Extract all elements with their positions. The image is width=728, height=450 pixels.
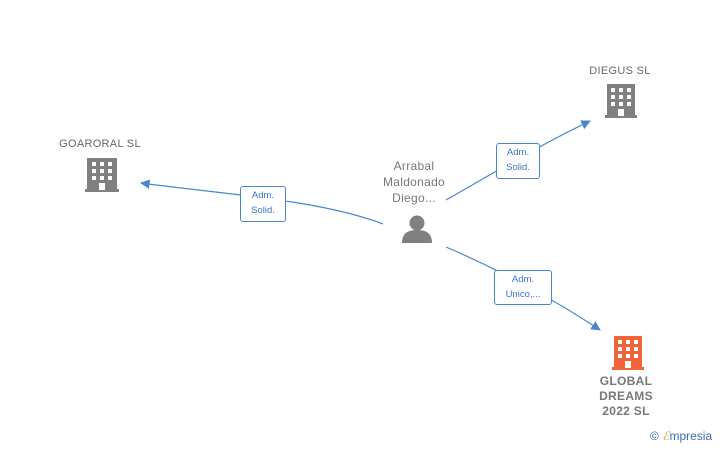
edge-label-goaroral[interactable]: Adm. Solid.	[240, 186, 286, 222]
building-icon-highlighted[interactable]	[612, 336, 644, 370]
company-label-line: 2022 SL	[602, 404, 650, 418]
building-icon[interactable]	[85, 158, 119, 192]
edge-label-line: Solid.	[251, 205, 275, 216]
company-label-line: GLOBAL	[599, 374, 653, 388]
brand-name: mpresia	[669, 429, 713, 443]
company-label-goaroral[interactable]: GOARORAL SL	[59, 138, 141, 150]
edge-label-line: Adm.	[251, 190, 275, 201]
company-label-diegus[interactable]: DIEGUS SL	[589, 65, 651, 77]
person-label-line: Maldonado	[382, 175, 446, 189]
edge-label-line: Solid.	[506, 162, 530, 173]
person-label-line: Diego...	[392, 191, 436, 205]
brand-watermark: © ℰmpresia	[650, 429, 712, 443]
edge-label-diegus[interactable]: Adm. Solid.	[496, 143, 540, 179]
edge-label-line: Adm.	[506, 147, 530, 158]
edge-label-line: Unico,...	[505, 289, 541, 300]
company-label-global-dreams[interactable]: GLOBAL DREAMS 2022 SL	[580, 374, 672, 419]
person-label-line: Arrabal	[393, 159, 435, 173]
company-label-line: DREAMS	[599, 389, 653, 403]
building-icon[interactable]	[605, 84, 637, 118]
copyright-icon: ©	[650, 429, 659, 443]
person-label[interactable]: Arrabal Maldonado Diego...	[364, 158, 464, 206]
person-icon[interactable]	[402, 215, 432, 244]
edge-label-line: Adm.	[511, 274, 535, 285]
edge-label-global[interactable]: Adm. Unico,...	[494, 270, 552, 305]
brand-logo-letter: ℰ	[662, 429, 670, 443]
